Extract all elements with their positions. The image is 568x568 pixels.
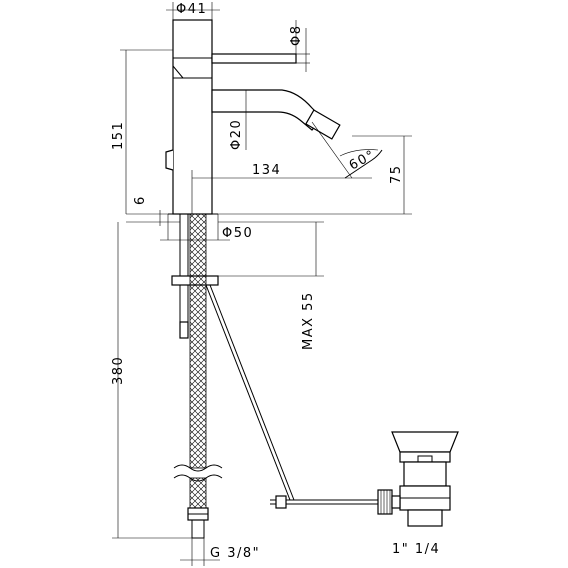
label-drain: 1" 1/4 [392, 542, 440, 557]
label-h75: 75 [389, 164, 404, 184]
label-d41: Φ41 [176, 2, 207, 17]
label-g38: G 3/8" [210, 546, 260, 561]
label-a60: 60° [347, 147, 378, 173]
label-h151: 151 [111, 121, 126, 150]
label-max55: MAX 55 [301, 291, 316, 350]
shank-and-hoses [171, 213, 378, 539]
spout [211, 89, 383, 179]
faucet-body [165, 19, 297, 215]
label-d50: Φ50 [222, 226, 253, 241]
label-w134: 134 [252, 163, 281, 178]
label-h380: 380 [111, 356, 126, 385]
label-t6: 6 [133, 195, 148, 205]
dimension-labels: Φ41 Φ8 151 Φ20 134 60° 75 6 Φ50 MAX 55 3… [111, 2, 440, 561]
dimensions [112, 2, 412, 566]
label-d20: Φ20 [229, 119, 244, 150]
label-d8: Φ8 [289, 24, 304, 46]
popup-waste [377, 431, 459, 527]
